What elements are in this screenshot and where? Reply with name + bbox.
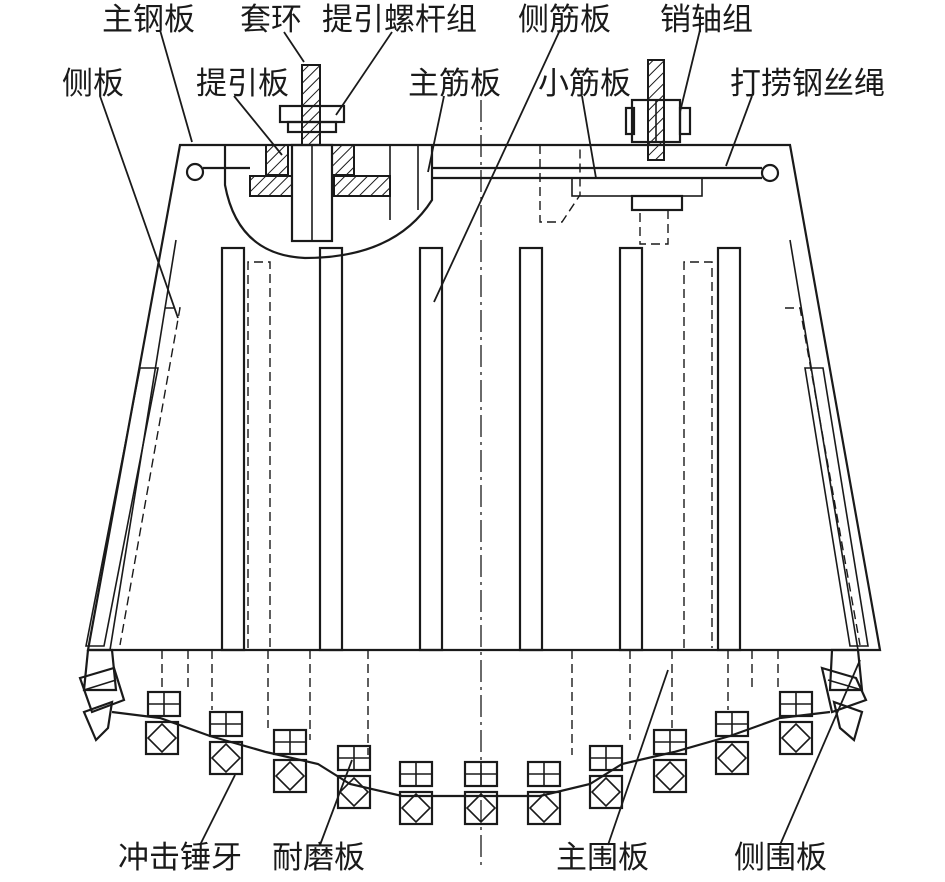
impact-hammer-tooth (398, 790, 434, 826)
pin-head-left (624, 106, 636, 136)
impact-hammer-tooth (652, 758, 688, 794)
wear-plate-block (146, 690, 182, 718)
wear-plate-block (652, 728, 688, 756)
wear-plate-block (526, 760, 562, 788)
lifting-plate-section-left (249, 175, 293, 197)
collar-nut (286, 120, 338, 134)
label-lifting-plate: 提引板 (196, 66, 289, 102)
left-rope-eye (185, 162, 205, 182)
leader-lifting-plate (233, 95, 283, 156)
leader-collar (283, 31, 305, 63)
impact-hammer-tooth (336, 774, 372, 810)
collar-section-left (265, 144, 289, 176)
impact-hammer-tooth (208, 740, 244, 776)
main-rib-plate-1 (220, 246, 246, 652)
main-rib-plate-2 (318, 246, 344, 652)
pin-head-right (678, 106, 692, 136)
right-rope-eye (760, 163, 780, 183)
leader-wear-plate (319, 759, 353, 846)
small-rib-plate (539, 145, 581, 223)
right-side-tooth (820, 648, 868, 742)
main-body (85, 143, 882, 652)
hidden-rib-2 (683, 261, 713, 648)
side-rib-plate-2 (518, 246, 544, 652)
leader-pin-shaft-group (679, 29, 701, 113)
left-hidden-side-plate (119, 307, 181, 646)
wear-plate-block (714, 710, 750, 738)
wear-plate-block (208, 710, 244, 738)
leader-fishing-wire-rope (725, 95, 753, 167)
bottom-assembly (78, 648, 868, 826)
wear-plate-block (336, 744, 372, 772)
impact-hammer-tooth (588, 774, 624, 810)
main-skirt-plate-profile (111, 710, 831, 798)
leader-impact-hammer-teeth (199, 774, 236, 846)
label-small-rib-plate: 小筋板 (538, 66, 631, 102)
label-wear-plate: 耐磨板 (272, 840, 365, 876)
label-fishing-wire-rope: 打捞钢丝绳 (730, 66, 885, 102)
pin-base-plate (630, 194, 684, 212)
left-side-slot (85, 367, 159, 647)
impact-hammer-teeth-row (144, 690, 814, 826)
pin-shaft-assembly (571, 59, 703, 245)
main-steel-plate-outline (86, 143, 882, 652)
wear-plate-block (272, 728, 308, 756)
impact-hammer-tooth (272, 758, 308, 794)
label-main-skirt-plate: 主围板 (556, 840, 649, 876)
impact-hammer-tooth (463, 790, 499, 826)
side-rib-plate-1 (418, 246, 444, 652)
leader-lines (99, 29, 861, 846)
lifting-assembly (185, 64, 434, 260)
leader-small-rib-plate (581, 95, 597, 179)
collar-section-right (331, 144, 355, 176)
pin-support-block (571, 177, 703, 197)
label-impact-hammer-teeth: 冲击锤牙 (118, 840, 242, 876)
pin-lower-hidden (639, 209, 669, 245)
right-hidden-side-plate (785, 307, 861, 646)
wear-plate-block (778, 690, 814, 718)
leader-side-skirt-plate (779, 659, 861, 846)
left-side-tooth (78, 648, 126, 742)
label-side-rib-plate: 侧筋板 (518, 2, 611, 38)
label-collar: 套环 (240, 2, 302, 38)
leader-main-skirt-plate (607, 669, 669, 846)
impact-hammer-tooth (526, 790, 562, 826)
main-rib-plate-4 (716, 246, 742, 652)
label-side-skirt-plate: 侧围板 (734, 840, 827, 876)
right-side-slot (804, 367, 869, 647)
leader-side-plate (99, 95, 179, 319)
leader-main-steel-plate (159, 29, 193, 143)
wear-plate-block (398, 760, 434, 788)
label-pin-shaft-group: 销轴组 (660, 2, 753, 38)
hidden-rib-1 (247, 261, 271, 648)
wear-plate-block (588, 744, 624, 772)
leader-lifting-screw-group (335, 31, 393, 116)
leader-main-rib-plate (427, 95, 445, 173)
impact-hammer-tooth (144, 720, 180, 756)
label-side-plate: 侧板 (62, 66, 124, 102)
rib-plates (220, 145, 742, 652)
main-rib-plate-3 (618, 246, 644, 652)
wear-plate-block (463, 760, 499, 788)
label-lifting-screw-group: 提引螺杆组 (322, 2, 477, 38)
wear-plate-dashes (161, 650, 779, 755)
impact-hammer-tooth (778, 720, 814, 756)
leader-side-rib-plate (433, 29, 561, 303)
impact-hammer-tooth (714, 740, 750, 776)
labels: 主钢板 套环 提引螺杆组 侧筋板 销轴组 侧板 提引板 主筋板 小筋板 打捞钢丝… (62, 2, 885, 876)
lifting-plate-section-right (333, 175, 391, 197)
label-main-rib-plate: 主筋板 (408, 66, 501, 102)
lifting-plate-cutaway (223, 145, 434, 260)
label-main-steel-plate: 主钢板 (102, 2, 195, 38)
